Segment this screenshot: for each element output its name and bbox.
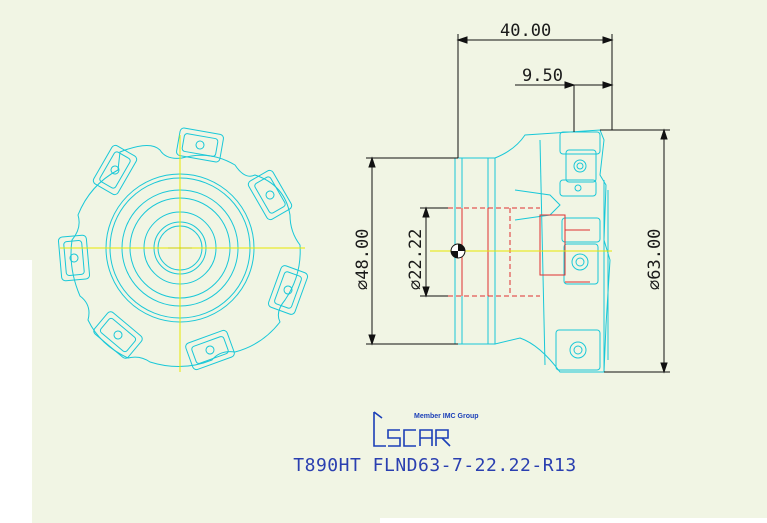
drawing-panel-main bbox=[32, 0, 767, 523]
side-insert-middle bbox=[561, 217, 601, 285]
insert-pocket-3 bbox=[247, 169, 293, 221]
dim-length-step: 9.50 bbox=[522, 66, 563, 86]
logo-icon: Member IMC Group bbox=[373, 411, 479, 447]
side-insert-top bbox=[559, 131, 601, 197]
insert-pocket-1 bbox=[92, 144, 138, 196]
dim-dia-cut: ⌀63.00 bbox=[645, 229, 665, 290]
dim-dia-bore: ⌀22.22 bbox=[406, 229, 426, 290]
bore-hidden-lines bbox=[440, 207, 590, 297]
insert-pocket-7 bbox=[57, 234, 91, 282]
insert-pocket-2 bbox=[176, 127, 224, 163]
front-center-lines bbox=[60, 135, 305, 372]
part-number: T890HT FLND63-7-22.22-R13 bbox=[293, 455, 577, 476]
insert-pocket-5 bbox=[185, 329, 235, 371]
svg-text:Member IMC Group: Member IMC Group bbox=[414, 413, 479, 420]
cutter-head bbox=[494, 129, 611, 373]
insert-pocket-6 bbox=[93, 311, 143, 359]
front-view-outline bbox=[70, 145, 301, 368]
dim-length-total: 40.00 bbox=[500, 21, 551, 41]
insert-pocket-4 bbox=[267, 265, 309, 315]
panel-bottom-edge bbox=[380, 518, 767, 523]
center-mark-symbol bbox=[450, 243, 466, 259]
company-logo: Member IMC Group bbox=[370, 408, 480, 450]
dimension-lines bbox=[366, 34, 670, 374]
dim-dia-body: ⌀48.00 bbox=[353, 229, 373, 290]
side-insert-bottom bbox=[555, 329, 601, 371]
